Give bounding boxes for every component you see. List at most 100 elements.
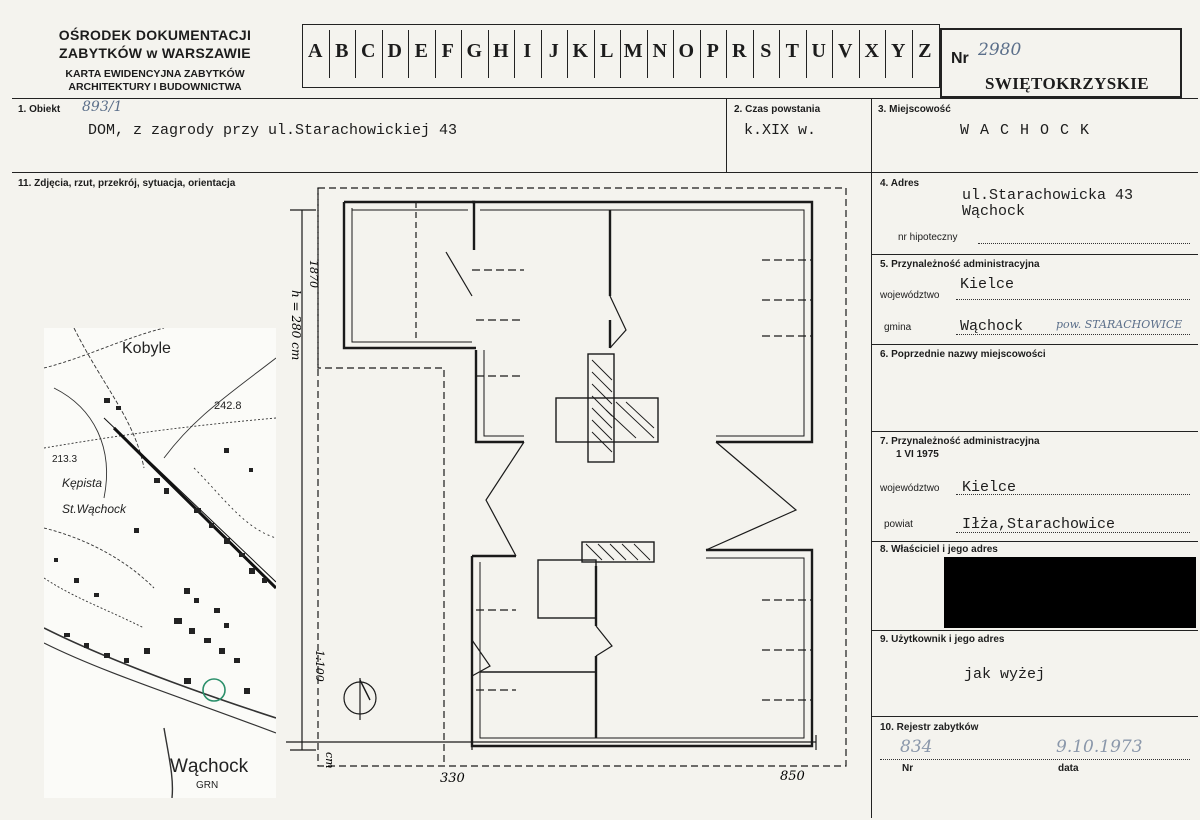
letter-divider (328, 30, 330, 78)
letter-index (302, 24, 940, 88)
letter-index-a: A (308, 40, 323, 62)
rejestr-data: 9.10.1973 (1056, 737, 1143, 757)
letter-divider (434, 30, 436, 78)
hipoteczny-label: nr hipoteczny (898, 232, 958, 243)
letter-divider (858, 30, 860, 78)
letter-divider (726, 30, 728, 78)
rule (871, 716, 1198, 718)
letter-index-d: D (387, 40, 402, 62)
letter-divider (673, 30, 675, 78)
rule (871, 541, 1198, 543)
przyn2-label: 7. Przynależność administracyjna (880, 436, 1040, 447)
woj-value: Kielce (960, 276, 1015, 293)
rule (871, 431, 1198, 433)
rule (871, 98, 873, 818)
plan-dim-vertical: 1870 (307, 260, 320, 288)
czas-value: k.XIX w. (744, 122, 817, 139)
powiat-label: powiat (884, 519, 913, 530)
nr-label: Nr (951, 50, 969, 67)
letter-index-y: Y (891, 40, 906, 62)
poprzednie-label: 6. Poprzednie nazwy miejscowości (880, 349, 1046, 360)
plan-unit: cm (323, 752, 336, 769)
obiekt-label: 1. Obiekt (18, 104, 61, 115)
letter-divider (593, 30, 595, 78)
letter-divider (911, 30, 913, 78)
letter-divider (408, 30, 410, 78)
gmina-note: pow. STARACHOWICE (1056, 318, 1183, 331)
letter-index-m: M (623, 40, 643, 62)
letter-divider (381, 30, 383, 78)
floor-plan: h = 280 cm 1870 1:100 cm 330 850 (286, 187, 847, 786)
letter-divider (646, 30, 648, 78)
przyn-label: 5. Przynależność administracyjna (880, 259, 1040, 270)
letter-divider (885, 30, 887, 78)
letter-index-s: S (760, 40, 772, 62)
region-name: SWIĘTOKRZYSKIE (985, 74, 1150, 93)
letter-index-x: X (864, 40, 879, 62)
site-map: Kobyle 242.8 213.3 Kępista St.Wąchock Wą… (44, 328, 276, 798)
letter-index-e: E (414, 40, 428, 62)
letter-index-u: U (811, 40, 826, 62)
rejestr-nr: 834 (900, 737, 933, 757)
plan-scale: 1:100 (313, 650, 326, 682)
letter-index-r: R (732, 40, 747, 62)
letter-divider (805, 30, 807, 78)
letter-divider (487, 30, 489, 78)
letter-divider (752, 30, 754, 78)
letter-index-h: H (492, 40, 509, 62)
institution-line2: ZABYTKÓW w WARSZAWIE (59, 45, 251, 61)
map-label-kepista: Kępista (62, 476, 103, 490)
map-label-elev1: 242.8 (214, 400, 242, 412)
rule (871, 254, 1198, 256)
letter-divider (832, 30, 834, 78)
rule (12, 98, 1198, 100)
woj2-value: Kielce (962, 479, 1017, 496)
institution-line1: OŚRODEK DOKUMENTACJI (58, 27, 252, 43)
location-marker (202, 678, 226, 702)
powiat-line (956, 532, 1190, 533)
map-label-elev2: 213.3 (52, 454, 78, 465)
letter-index-o: O (678, 40, 695, 62)
letter-index-i: I (523, 40, 532, 62)
rejestr-line (880, 759, 1190, 760)
gmina-line (956, 334, 1190, 335)
letter-divider (514, 30, 516, 78)
letter-divider (779, 30, 781, 78)
rule (871, 344, 1198, 346)
rejestr-nr-label: Nr (902, 763, 914, 774)
nr-value: 2980 (978, 40, 1022, 60)
plan-dim-vertical-note: h = 280 cm (289, 290, 303, 360)
adres-label: 4. Adres (880, 178, 920, 189)
woj2-line (956, 494, 1190, 495)
adres-line2: Wąchock (962, 203, 1026, 220)
letter-divider (461, 30, 463, 78)
card-type-line2: ARCHITEKTURY I BUDOWNICTWA (68, 81, 242, 93)
rule (12, 172, 1198, 174)
miejscowosc-label: 3. Miejscowość (878, 104, 951, 115)
letter-divider (540, 30, 542, 78)
letter-index-t: T (785, 40, 799, 62)
letter-index-p: P (706, 40, 719, 62)
letter-index-k: K (572, 40, 589, 62)
site-map-drawing (44, 328, 276, 798)
plan-dim-bottom-left: 330 (440, 771, 465, 786)
letter-divider (699, 30, 701, 78)
powiat-value: Iłża,Starachowice (962, 516, 1116, 533)
gmina-label: gmina (884, 322, 912, 333)
gmina-value: Wąchock (960, 318, 1024, 335)
uzytkownik-label: 9. Użytkownik i jego adres (880, 634, 1005, 645)
woj-label: województwo (880, 290, 940, 301)
letter-index-n: N (652, 40, 667, 62)
obiekt-number: 893/1 (82, 99, 123, 115)
redaction-block (944, 557, 1196, 628)
nr-box (940, 28, 1182, 98)
letter-index-g: G (466, 40, 483, 62)
rule (871, 630, 1198, 632)
miejscowosc-value: W A C H O C K (960, 122, 1091, 139)
map-label-kobyle: Kobyle (122, 340, 171, 357)
plan-dim-bottom-right: 850 (780, 769, 805, 784)
uzytkownik-value: jak wyżej (964, 666, 1046, 683)
obiekt-value: DOM, z zagrody przy ul.Starachowickiej 4… (88, 122, 458, 139)
woj-line (956, 299, 1190, 300)
